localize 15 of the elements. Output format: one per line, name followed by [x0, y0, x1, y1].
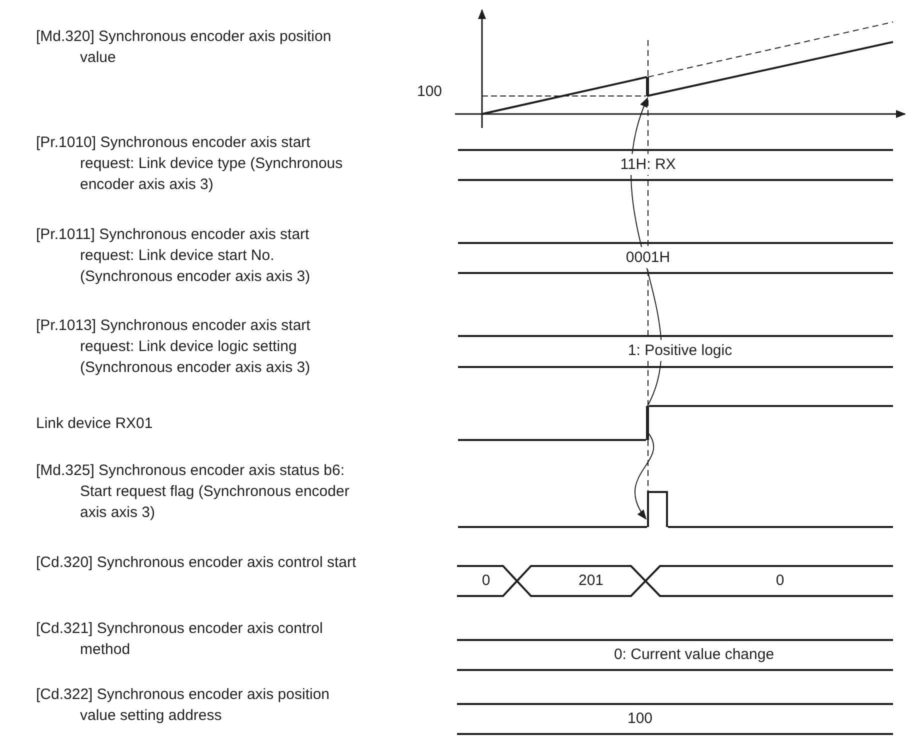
signal-name: [Pr.1010] Synchronous encoder axis start request: Link device type (Synchronous encoder axis axis 3) [36, 133, 344, 195]
signal-step [646, 406, 649, 440]
signal-name: [Pr.1013] Synchronous encoder axis start request: Link device logic setting (Synchronous encoder axis axis 3) [36, 316, 312, 378]
signal-name: [Md.320] Synchronous encoder axis position value [36, 27, 332, 68]
axis-tick-label: 100 [417, 82, 442, 102]
curved-arrow [634, 432, 654, 520]
signal-name: [Md.325] Synchronous encoder axis status b6: Start request flag (Synchronous encoder axis axis 3) [36, 461, 350, 523]
signal-name: Link device RX01 [36, 414, 154, 434]
pulse-edge [647, 491, 668, 527]
signal-name: [Pr.1011] Synchronous encoder axis start request: Link device start No. (Synchronous encoder axis axis 3) [36, 225, 312, 287]
signal-name: [Cd.322] Synchronous encoder axis position value setting address [36, 685, 331, 726]
signal-step [646, 77, 649, 96]
signal-name: [Cd.320] Synchronous encoder axis control start [36, 553, 358, 573]
signal-name: [Cd.321] Synchronous encoder axis control method [36, 619, 324, 660]
signal-value: 11H: RX [618, 154, 678, 175]
